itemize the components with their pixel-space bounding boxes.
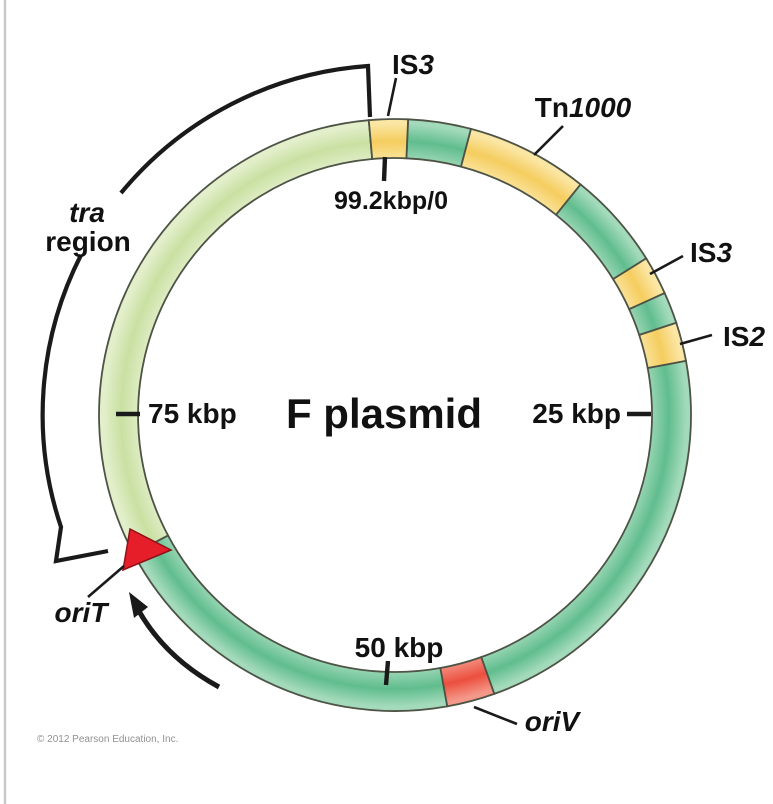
label-tick-50: 50 kbp bbox=[355, 632, 444, 663]
leader-is3-top bbox=[386, 77, 398, 117]
diagram-title: F plasmid bbox=[286, 390, 482, 437]
leader-is2 bbox=[679, 333, 713, 346]
label-is2: IS2 bbox=[723, 321, 765, 352]
leader-oriV bbox=[473, 705, 518, 726]
segment-backbone-e bbox=[132, 534, 449, 712]
tra-bracket-lower bbox=[40, 254, 109, 564]
segment-tra-region bbox=[98, 119, 374, 555]
plasmid-ring bbox=[98, 118, 692, 712]
segment-backbone-b bbox=[554, 183, 648, 281]
segment-IS3-top bbox=[367, 118, 410, 160]
label-tra: tra bbox=[69, 197, 105, 228]
segment-backbone-a bbox=[405, 118, 473, 168]
oriT-triangle-icon bbox=[122, 527, 173, 572]
label-tra-region: region bbox=[45, 226, 131, 257]
tick-0kbp bbox=[381, 156, 388, 182]
label-tick-25: 25 kbp bbox=[532, 398, 621, 429]
leader-is3-right bbox=[649, 254, 684, 276]
tra-bracket-upper bbox=[119, 63, 373, 195]
leader-tn1000 bbox=[533, 125, 564, 156]
tick-50kbp bbox=[383, 660, 391, 686]
leader-oriT bbox=[87, 565, 125, 598]
label-is3-top: IS3 bbox=[392, 49, 434, 80]
label-tn1000: Tn1000 bbox=[535, 92, 632, 123]
label-tick-75: 75 kbp bbox=[148, 398, 237, 429]
label-tick-0: 99.2kbp/0 bbox=[334, 187, 448, 215]
transfer-arrowhead-icon bbox=[129, 592, 148, 618]
label-oriT: oriT bbox=[55, 597, 111, 628]
segment-Tn1000 bbox=[459, 127, 582, 217]
label-oriV: oriV bbox=[525, 706, 582, 737]
label-is3-right: IS3 bbox=[690, 237, 732, 268]
copyright-text: © 2012 Pearson Education, Inc. bbox=[37, 734, 178, 745]
